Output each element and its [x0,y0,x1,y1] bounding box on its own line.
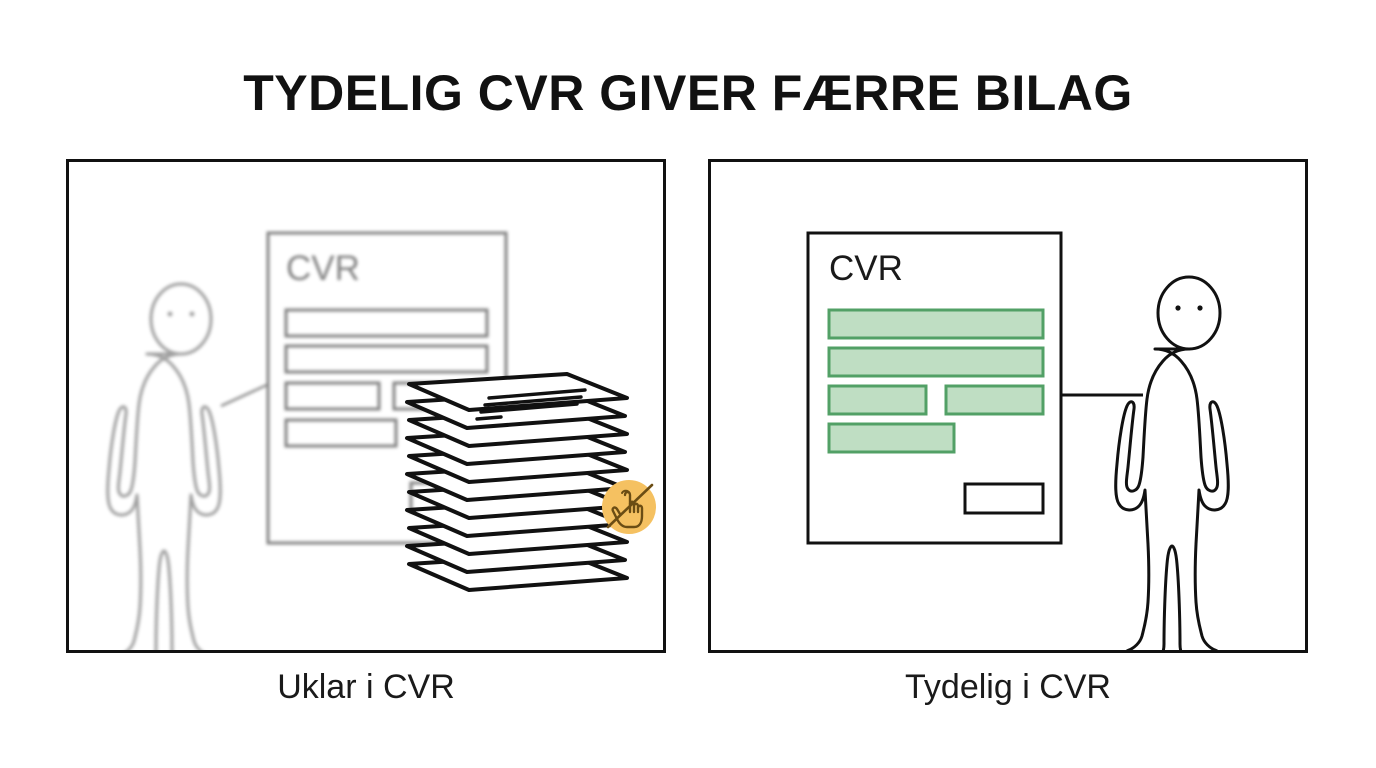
field-row-3b[interactable] [944,384,1045,416]
paper-stack-icon [405,372,629,592]
document-heading-layer: CVR [286,249,360,288]
connector-line [220,382,270,408]
person-figure [1114,275,1230,650]
panel-unclear-content: CVR [69,162,663,650]
field-row-4[interactable] [827,422,956,454]
field-row-2[interactable] [827,346,1045,378]
page-title: TYDELIG CVR GIVER FÆRRE BILAG [243,65,1133,121]
no-touch-icon [602,480,656,534]
caption-unclear: Uklar i CVR [277,668,455,706]
document-fields [827,308,1045,454]
submit-button[interactable] [963,482,1045,515]
slash-line [606,483,654,529]
field-row-4[interactable] [284,418,398,448]
field-row-3a[interactable] [284,381,381,411]
panel-clear: CVR [708,159,1308,653]
panel-unclear: CVR [66,159,666,653]
field-row-2[interactable] [284,344,489,374]
field-row-1[interactable] [284,308,489,338]
person-figure [106,282,222,650]
document-heading: CVR [829,249,903,288]
field-row-1[interactable] [827,308,1045,340]
document-heading: CVR [286,249,360,288]
field-row-3a[interactable] [827,384,928,416]
panel-clear-content: CVR [711,162,1305,650]
caption-clear: Tydelig i CVR [905,668,1111,706]
clear-illustration: CVR [806,231,1230,650]
hand-glyph [611,489,644,529]
